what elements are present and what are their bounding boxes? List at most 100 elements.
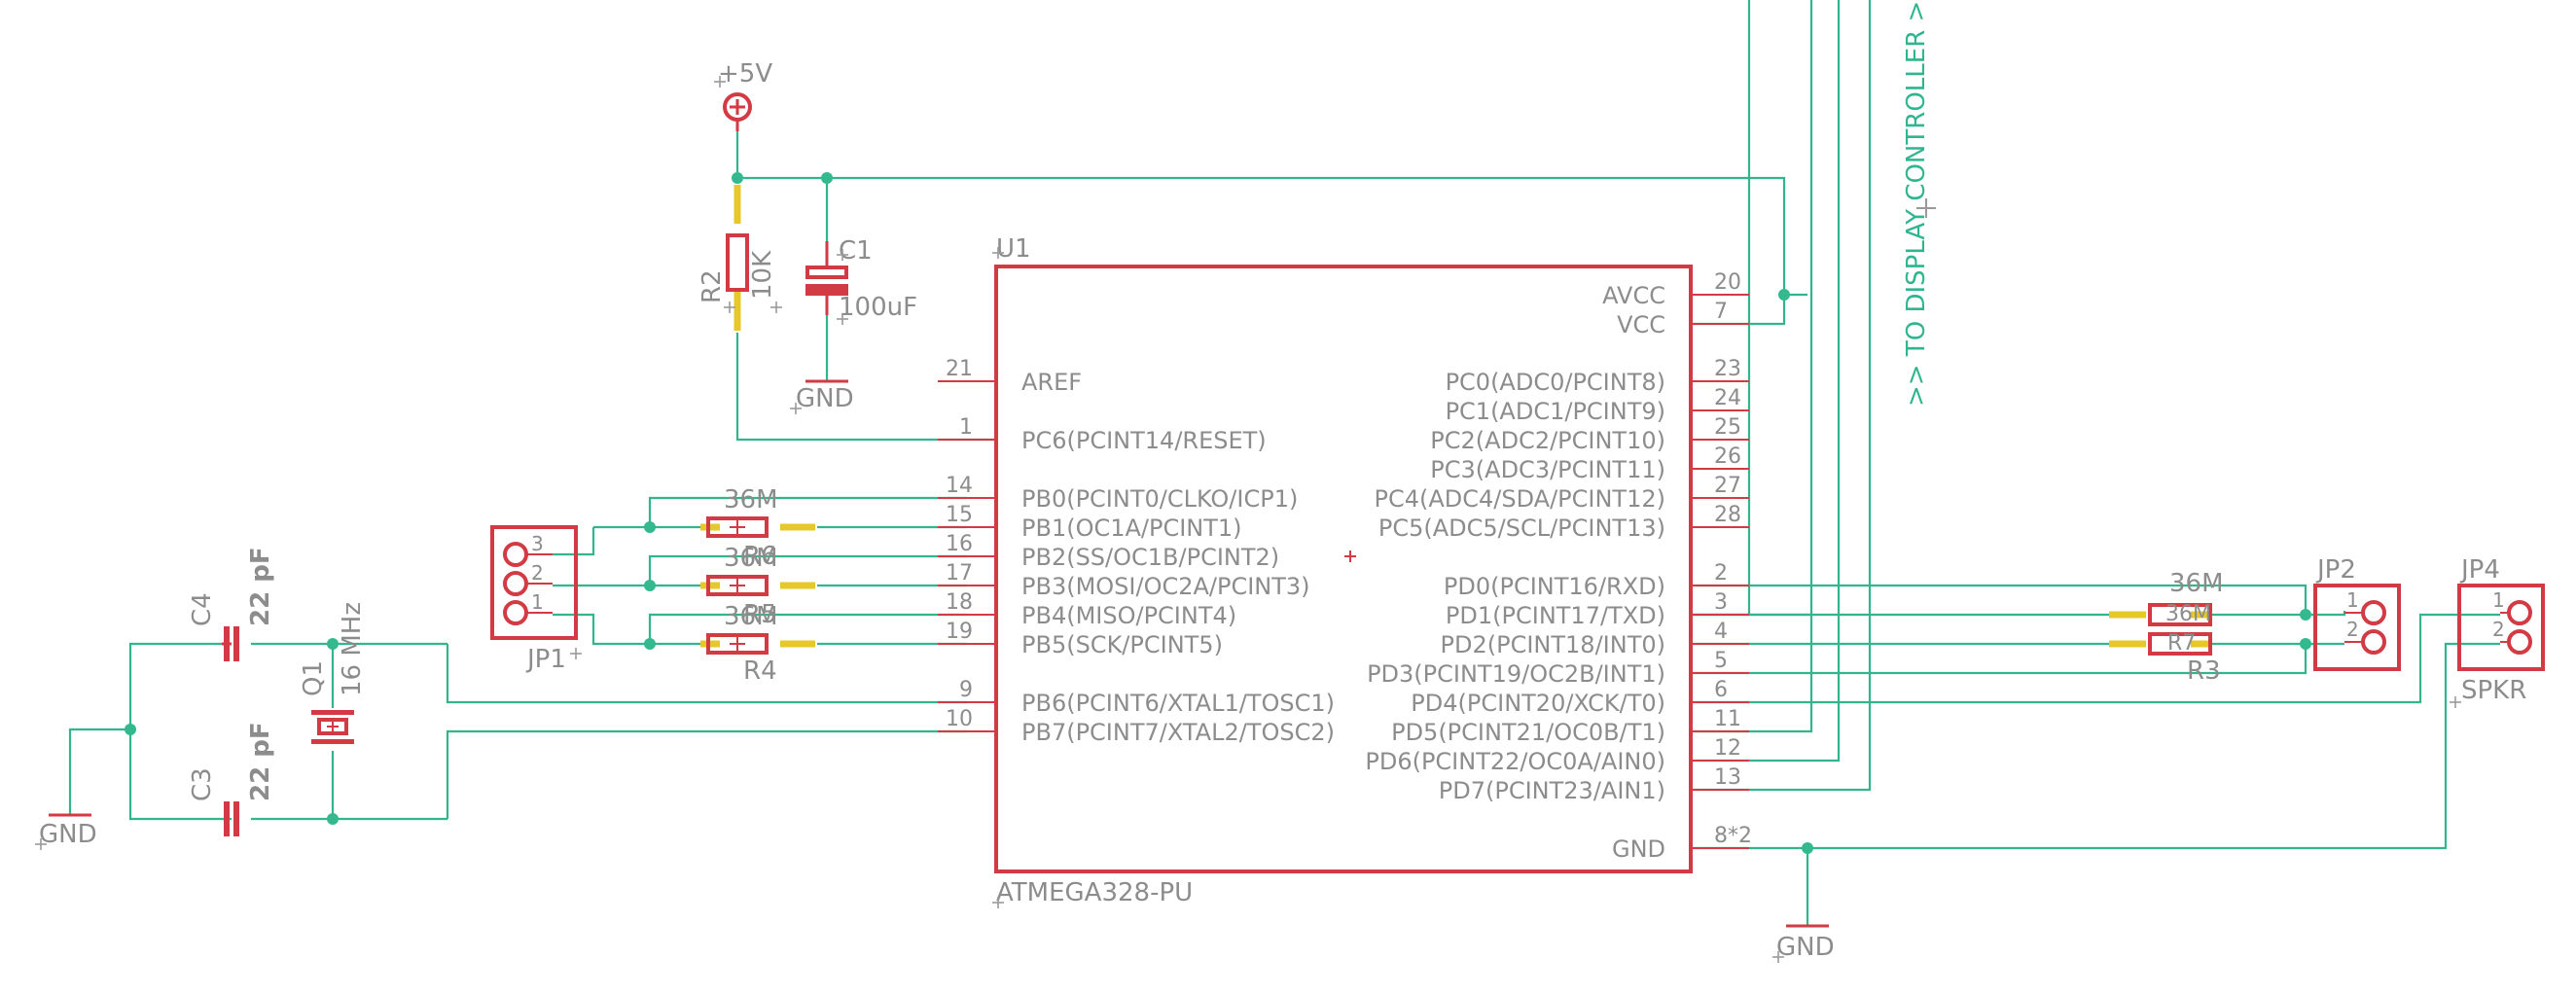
jp1-pin-3: 3 [531,532,544,555]
gnd-label-1: GND [796,384,854,413]
jp4-name: JP4 [2459,555,2500,585]
c1-name: C1 [839,236,873,266]
u1-pin-name: PB4(MISO/PCINT4) [1021,602,1236,629]
jp1-header[interactable]: 3 2 1 JP1 [490,525,578,674]
power-5v-label: +5V [718,59,772,89]
junctions [125,172,2311,854]
r6-name: R6 [743,542,777,571]
u1-pin-number: 17 [946,561,973,586]
u1-pin-name: PB7(PCINT7/XTAL2/TOSC2) [1021,719,1335,746]
r6-resistor[interactable]: 36M [700,485,815,538]
gnd-symbol-2: GND [39,813,97,849]
u1-pin-number: 25 [1714,415,1741,440]
r2-resistor[interactable]: R2 10K [698,185,777,331]
u1-pin-name: PC3(ADC3/PCINT11) [1430,456,1665,483]
c3-name: C3 [188,767,217,801]
q1-value: 16 MHz [338,602,367,696]
c4-name: C4 [188,592,217,626]
display-controller-net: >> TO DISPLAY CONTROLLER >> [1902,0,1936,407]
u1-pin-number: 3 [1714,590,1728,615]
r5-value: 36M [724,544,778,573]
u1-pin-name: PB6(PCINT6/XTAL1/TOSC1) [1021,690,1335,717]
c1-capacitor[interactable]: C1 100uF [805,236,917,322]
u1-pin-number: 19 [946,620,973,644]
u1-pin-number: 15 [946,503,973,527]
u1-pin-name: PD6(PCINT22/OC0A/AIN0) [1365,748,1665,775]
u1-pin-number: 28 [1714,503,1741,527]
gnd-label-2: GND [39,820,97,849]
u1-pin-number: 26 [1714,444,1741,469]
r3-value: 36M [2169,569,2224,598]
u1-pin-name: PD0(PCINT16/RXD) [1444,573,1665,600]
u1-pin-name: AREF [1021,369,1082,396]
r4-value: 36M [724,602,778,631]
u1-pin-number: 14 [946,474,973,498]
u1-pin-number: 7 [1714,300,1728,324]
u1-pin-number: 10 [946,707,973,731]
jp1-name: JP1 [525,645,566,674]
r3-name: R3 [2187,657,2221,686]
u1-pin-name: GND [1612,835,1665,863]
jp4-pin-1: 1 [2492,588,2505,612]
jp1-pin-1: 1 [531,590,544,614]
gnd-symbol-3: GND [1776,924,1835,962]
r4-resistor[interactable]: 36M R5 R4 [700,600,815,686]
u1-value: ATMEGA328-PU [996,878,1193,907]
u1-pin-number: 12 [1714,736,1741,761]
c4-capacitor[interactable]: C4 22 pF [188,547,275,661]
r3-resistor[interactable]: 36M 36M [2109,569,2224,626]
u1-pin-name: PC2(ADC2/PCINT10) [1430,427,1665,454]
u1-pin-name: PD7(PCINT23/AIN1) [1439,777,1665,804]
u1-pin-name: PD1(PCINT17/TXD) [1446,602,1665,629]
u1-pin-name: PD2(PCINT18/INT0) [1441,631,1665,658]
u1-pin-number: 5 [1714,649,1728,673]
u1-pin-name: PC0(ADC0/PCINT8) [1446,369,1665,396]
u1-pin-number: 20 [1714,270,1741,295]
c4-value: 22 pF [246,547,275,626]
u1-pin-number: 24 [1714,386,1741,410]
u1-pin-name: PB0(PCINT0/CLKO/ICP1) [1021,485,1298,513]
jp4-header[interactable]: 1 2 JP4 SPKR [2457,555,2545,705]
jp2-header[interactable]: 1 2 JP2 [2313,555,2401,671]
u1-pin-number: 18 [946,590,973,615]
u1-pin-name: PC6(PCINT14/RESET) [1021,427,1267,454]
r6-value: 36M [724,485,778,515]
u1-pin-number: 23 [1714,357,1741,381]
u1-pin-name: PC5(ADC5/SCL/PCINT13) [1378,515,1665,542]
origin-marks [35,76,2461,963]
gnd-label-3: GND [1776,933,1835,962]
r7-value: 36M [2165,602,2211,626]
u1-pin-name: PC1(ADC1/PCINT9) [1446,398,1665,425]
jp4-pin-2: 2 [2492,618,2505,641]
u1-pin-name: PB1(OC1A/PCINT1) [1021,515,1242,542]
u1-pin-number: 2 [1714,561,1728,586]
r4-name: R4 [743,657,777,686]
u1-pin-number: 11 [1714,707,1741,731]
r7-resistor[interactable]: R7 R3 [2109,631,2221,686]
q1-name: Q1 [299,660,328,696]
u1-pin-number: 4 [1714,620,1728,644]
jp2-pin-2: 2 [2346,618,2359,641]
power-5v-symbol: +5V [718,59,772,131]
gnd-symbol-1: GND [796,379,854,413]
c3-capacitor[interactable]: C3 22 pF [188,722,275,836]
c1-value: 100uF [839,293,917,322]
u1-pin-number: 6 [1714,678,1728,702]
u1-pin-number: 8*2 [1714,824,1752,848]
r5-resistor[interactable]: 36M R6 [700,542,815,596]
u1-pin-name: PC4(ADC4/SDA/PCINT12) [1375,485,1666,513]
u1-right-pins: 20AVCC7VCC23PC0(ADC0/PCINT8)24PC1(ADC1/P… [1365,270,1752,863]
u1-pin-name: PB3(MOSI/OC2A/PCINT3) [1021,573,1310,600]
u1-pin-name: PD5(PCINT21/OC0B/T1) [1391,719,1665,746]
u1-pin-number: 13 [1714,765,1741,790]
u1-pin-name: PB2(SS/OC1B/PCINT2) [1021,544,1279,571]
jp2-name: JP2 [2315,555,2356,585]
u1-pin-number: 9 [959,678,973,702]
r7-name: R7 [2167,631,2196,656]
q1-crystal[interactable]: Q1 16 MHz [299,602,367,744]
u1-pin-name: PD3(PCINT19/OC2B/INT1) [1367,660,1665,688]
